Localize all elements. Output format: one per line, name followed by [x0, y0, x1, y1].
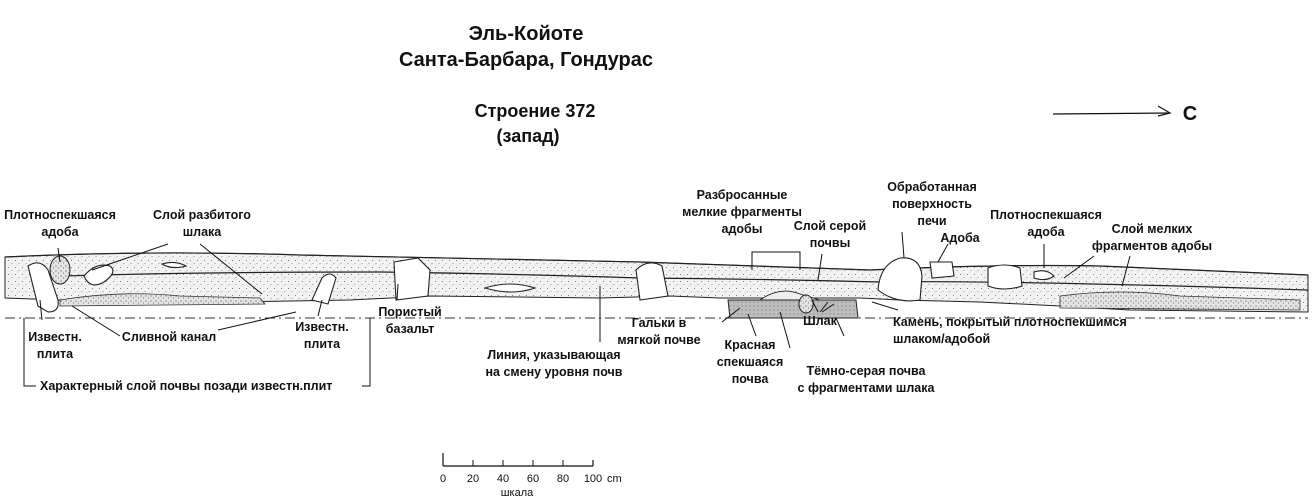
label-line: базальт [386, 322, 434, 336]
label-line: адоба [41, 225, 79, 239]
scale-tick-label: 20 [467, 473, 479, 485]
scale-caption: шкала [501, 487, 534, 499]
label-adobe-left: Плотноспекшаяся адоба [4, 208, 116, 239]
annotation-labels: Плотноспекшаяся адоба Слой разбитого шлакаИ… [4, 180, 1212, 395]
label-line: шлака [183, 225, 223, 239]
structure-title: Строение 372 [475, 101, 596, 121]
site-location: Санта-Барбара, Гондурас [399, 49, 653, 71]
scale-tick-label: 80 [557, 473, 569, 485]
label-line: Адоба [940, 231, 980, 245]
label-line: Слой мелких [1112, 222, 1193, 236]
title-block: Эль-Койоте Санта-Барбара, Гондурас Строе… [399, 23, 653, 146]
label-line: спекшаяся [717, 355, 784, 369]
label-line: Тёмно-серая почва [806, 364, 926, 378]
label-red-soil: Красная спекшаяся почва [717, 338, 784, 386]
label-line: Известн. [295, 320, 349, 334]
label-pebbles: Гальки в мягкой почве [617, 316, 700, 347]
label-line: Пористый [378, 305, 441, 319]
label-line: Гальки в [632, 316, 687, 330]
label-line: почва [732, 372, 770, 386]
label-scattered-adobe: Разбросанные мелкие фрагменты адобы [682, 188, 802, 236]
north-arrow: С [1052, 103, 1197, 125]
label-furnace: Обработанная поверхность печи [887, 180, 977, 228]
label-lime-slab-left: Известн. плита [28, 330, 82, 361]
label-line: Известн. [28, 330, 82, 344]
label-adobe-small: Адоба [940, 231, 980, 245]
label-line: Шлак [803, 314, 837, 328]
label-line: на смену уровня почв [486, 365, 623, 379]
scale-bar: 0 20 40 60 80 100 cm шкала [440, 453, 622, 499]
label-drain: Сливной канал [122, 330, 216, 344]
label-lime-slab-mid: Известн. плита [295, 320, 349, 351]
label-soil-behind: Характерный слой почвы позади известн.пл… [40, 379, 332, 393]
label-crushed-slag: Слой разбитого шлака [153, 208, 251, 239]
label-line: Слой разбитого [153, 208, 251, 222]
site-title: Эль-Койоте [469, 23, 584, 45]
label-stone-covered: Камень, покрытый плотноспекшимся шлаком/а… [893, 315, 1127, 346]
label-line: печи [917, 214, 946, 228]
label-line: Камень, покрытый плотноспекшимся [893, 315, 1127, 329]
label-line: Красная [725, 338, 776, 352]
label-line: адоба [1027, 225, 1065, 239]
scale-tick-label: 40 [497, 473, 509, 485]
label-line: Плотноспекшаяся [4, 208, 116, 222]
label-line: Разбросанные [697, 188, 788, 202]
label-line: Слой серой [794, 219, 866, 233]
scale-tick-label: 100 [584, 473, 602, 485]
label-line: шлаком/адобой [893, 332, 990, 346]
label-adobe-right: Плотноспекшаяся адоба [990, 208, 1102, 239]
label-small-adobe: Слой мелких фрагментов адобы [1092, 222, 1212, 253]
label-level-line: Линия, указывающая на смену уровня почв [486, 348, 623, 379]
label-line: Плотноспекшаяся [990, 208, 1102, 222]
scale-unit: cm [607, 473, 622, 485]
label-line: мягкой почве [617, 333, 700, 347]
leader-lines [23, 231, 1131, 387]
label-line: Характерный слой почвы позади известн.пл… [40, 379, 332, 393]
label-porous-basalt: Пористый базальт [378, 305, 441, 336]
label-dark-soil: Тёмно-серая почва с фрагментами шлака [798, 364, 936, 395]
scale-tick-label: 0 [440, 473, 446, 485]
label-grey-soil: Слой серой почвы [794, 219, 866, 250]
label-line: Сливной канал [122, 330, 216, 344]
north-label: С [1183, 103, 1197, 125]
label-line: с фрагментами шлака [798, 381, 936, 395]
label-line: почвы [810, 236, 851, 250]
scale-tick-label: 60 [527, 473, 539, 485]
section-profile [4, 252, 1309, 319]
label-line: адобы [722, 222, 763, 236]
label-line: плита [304, 337, 341, 351]
label-line: Линия, указывающая [487, 348, 620, 362]
structure-side: (запад) [496, 126, 559, 146]
label-line: Обработанная [887, 180, 977, 194]
label-line: мелкие фрагменты [682, 205, 802, 219]
label-line: фрагментов адобы [1092, 239, 1212, 253]
label-line: плита [37, 347, 74, 361]
label-slag: Шлак [803, 314, 837, 328]
label-line: поверхность [892, 197, 972, 211]
